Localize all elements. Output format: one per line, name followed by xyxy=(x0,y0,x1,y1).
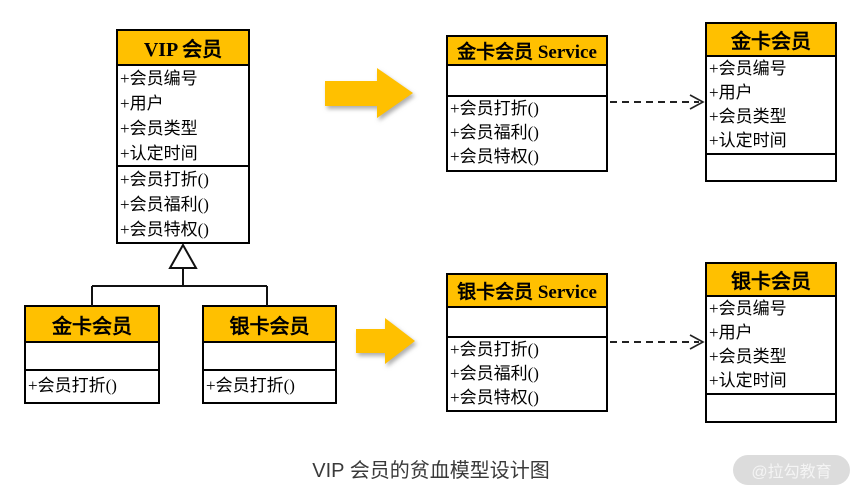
class-box-gold-card-entity: 金卡会员 +会员编号 +用户 +会员类型 +认定时间 xyxy=(705,22,837,182)
class-title: VIP 会员 xyxy=(118,31,248,66)
class-title: 银卡会员 Service xyxy=(448,275,606,308)
inheritance-connector-lines xyxy=(91,268,268,306)
attribute-row: +会员类型 xyxy=(120,119,198,138)
right-block-arrow-top-icon xyxy=(325,68,413,118)
dependency-arrowhead-silver-icon xyxy=(689,334,705,350)
attribute-row: +会员类型 xyxy=(709,107,787,126)
method-row: +会员打折() xyxy=(450,340,539,359)
attribute-row: +会员编号 xyxy=(709,59,787,78)
methods-compartment-empty xyxy=(707,395,835,421)
method-row: +会员打折() xyxy=(28,376,117,395)
attribute-row: +会员编号 xyxy=(709,299,787,318)
attribute-row: +会员类型 xyxy=(709,347,787,366)
methods-compartment: +会员打折() xyxy=(26,371,158,402)
attribute-row: +用户 xyxy=(120,94,164,113)
class-title: 金卡会员 Service xyxy=(448,37,606,66)
right-block-arrow-bottom-icon xyxy=(356,318,415,364)
attribute-row: +会员编号 xyxy=(120,69,198,88)
method-row: +会员打折() xyxy=(206,376,295,395)
attribute-row: +认定时间 xyxy=(120,144,198,163)
class-box-vip-member: VIP 会员 +会员编号 +用户 +会员类型 +认定时间 +会员打折() +会员… xyxy=(116,29,250,244)
attribute-row: +用户 xyxy=(709,323,753,342)
method-row: +会员福利() xyxy=(450,364,539,383)
attributes-compartment-empty xyxy=(448,308,606,338)
class-box-silver-card-subclass: 银卡会员 +会员打折() xyxy=(202,305,337,404)
method-row: +会员福利() xyxy=(120,195,209,214)
class-box-silver-card-entity: 银卡会员 +会员编号 +用户 +会员类型 +认定时间 xyxy=(705,262,837,423)
attributes-compartment-empty xyxy=(204,343,335,371)
methods-compartment-empty xyxy=(707,155,835,180)
attribute-row: +用户 xyxy=(709,83,753,102)
class-title: 金卡会员 xyxy=(707,24,835,57)
method-row: +会员打折() xyxy=(450,99,539,118)
inheritance-triangle-icon xyxy=(168,242,198,269)
methods-compartment: +会员打折() xyxy=(204,371,335,402)
attributes-compartment: +会员编号 +用户 +会员类型 +认定时间 xyxy=(707,57,835,155)
class-box-gold-card-service: 金卡会员 Service +会员打折() +会员福利() +会员特权() xyxy=(446,35,608,172)
class-box-silver-card-service: 银卡会员 Service +会员打折() +会员福利() +会员特权() xyxy=(446,273,608,412)
method-row: +会员打折() xyxy=(120,170,209,189)
attribute-row: +认定时间 xyxy=(709,131,787,150)
class-title: 银卡会员 xyxy=(707,264,835,297)
method-row: +会员特权() xyxy=(450,388,539,407)
class-title: 银卡会员 xyxy=(204,307,335,343)
dependency-arrowhead-gold-icon xyxy=(689,94,705,110)
class-box-gold-card-subclass: 金卡会员 +会员打折() xyxy=(24,305,160,404)
diagram-caption: VIP 会员的贫血模型设计图 xyxy=(312,460,550,482)
method-row: +会员特权() xyxy=(120,220,209,239)
attributes-compartment: +会员编号 +用户 +会员类型 +认定时间 xyxy=(118,66,248,167)
method-row: +会员特权() xyxy=(450,147,539,166)
attribute-row: +认定时间 xyxy=(709,371,787,390)
class-title: 金卡会员 xyxy=(26,307,158,343)
method-row: +会员福利() xyxy=(450,123,539,142)
attributes-compartment-empty xyxy=(448,66,606,97)
methods-compartment: +会员打折() +会员福利() +会员特权() xyxy=(118,167,248,242)
watermark-badge: @拉勾教育 xyxy=(733,455,850,485)
attributes-compartment: +会员编号 +用户 +会员类型 +认定时间 xyxy=(707,297,835,395)
methods-compartment: +会员打折() +会员福利() +会员特权() xyxy=(448,97,606,170)
attributes-compartment-empty xyxy=(26,343,158,371)
methods-compartment: +会员打折() +会员福利() +会员特权() xyxy=(448,338,606,410)
